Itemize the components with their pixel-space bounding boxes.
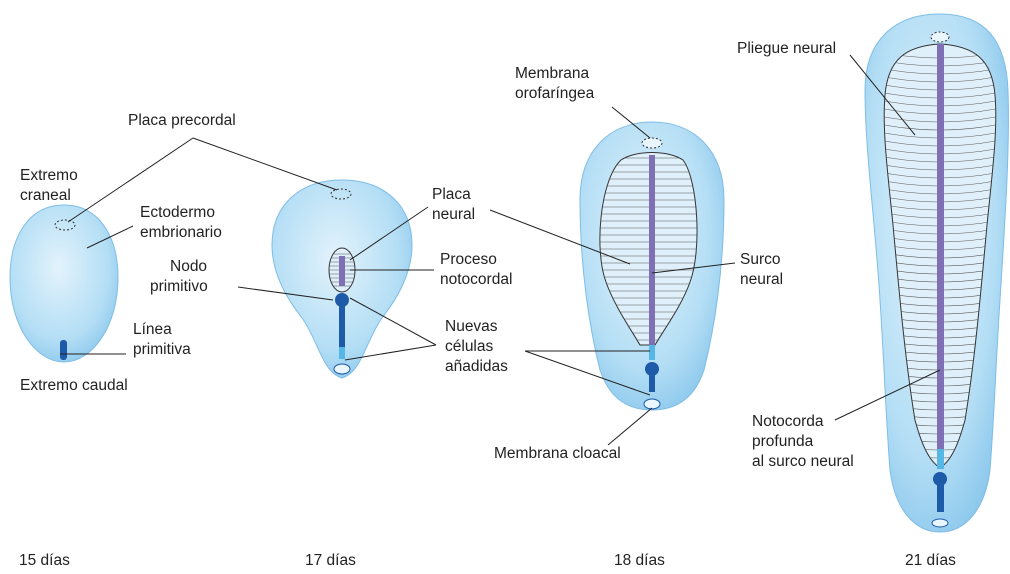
label-placa-neural-2: neural <box>432 206 475 223</box>
label-nuevas-3: añadidas <box>445 358 508 375</box>
label-surco: Surco <box>740 251 781 268</box>
label-placa-precordal: Placa precordal <box>128 112 236 129</box>
primitive-streak-17 <box>339 302 345 347</box>
new-cells-18 <box>649 345 655 360</box>
label-membrana-orofaringea-2: orofaríngea <box>515 85 595 102</box>
stage-label-18: 18 días <box>614 552 665 569</box>
label-nodo-2: primitivo <box>150 278 208 295</box>
label-ectodermo-2: embrionario <box>140 224 222 241</box>
oropharyngeal-membrane-18 <box>642 138 662 148</box>
label-ectodermo: Ectodermo <box>140 204 215 221</box>
primitive-streak-15 <box>60 340 67 360</box>
stage-label-15: 15 días <box>19 552 70 569</box>
label-proceso: Proceso <box>440 251 497 268</box>
cloacal-membrane-21 <box>932 519 948 527</box>
label-extremo-caudal: Extremo caudal <box>20 377 128 394</box>
label-linea: Línea <box>133 321 172 338</box>
embryo-15-disc <box>10 205 118 362</box>
primitive-streak-21 <box>937 480 944 512</box>
notochordal-process-17 <box>339 256 345 286</box>
oropharyngeal-membrane-21 <box>931 32 949 42</box>
neural-groove-18 <box>649 155 655 345</box>
label-extremo-craneal: Extremo <box>20 167 78 184</box>
label-pliegue-neural: Pliegue neural <box>737 40 836 57</box>
label-linea-2: primitiva <box>133 341 191 358</box>
label-membrana-cloacal: Membrana cloacal <box>494 445 621 462</box>
cloacal-membrane-18 <box>644 399 660 409</box>
cloacal-membrane-17 <box>334 364 350 374</box>
label-nuevas: Nuevas <box>445 318 498 335</box>
labels: Placa precordal Extremo craneal Ectoderm… <box>19 40 956 569</box>
embryo-15-days <box>10 205 118 362</box>
label-extremo-craneal-2: craneal <box>20 187 71 204</box>
new-cells-17 <box>339 347 345 359</box>
label-placa-neural: Placa <box>432 186 471 203</box>
label-notocorda-3: al surco neural <box>752 453 854 470</box>
label-nuevas-2: células <box>445 338 493 355</box>
embryo-18-days <box>580 122 724 410</box>
label-notocorda-2: profunda <box>752 433 814 450</box>
label-surco-2: neural <box>740 271 783 288</box>
stage-label-17: 17 días <box>305 552 356 569</box>
embryo-17-days <box>272 180 412 378</box>
label-membrana-orofaringea: Membrana <box>515 65 589 82</box>
embryo-21-days <box>865 14 1010 532</box>
new-cells-21 <box>937 449 944 469</box>
label-notocorda: Notocorda <box>752 413 824 430</box>
label-proceso-2: notocordal <box>440 271 512 288</box>
label-nodo: Nodo <box>170 258 207 275</box>
primitive-streak-18 <box>649 370 655 392</box>
neural-groove-21 <box>937 44 944 449</box>
stage-label-21: 21 días <box>905 552 956 569</box>
